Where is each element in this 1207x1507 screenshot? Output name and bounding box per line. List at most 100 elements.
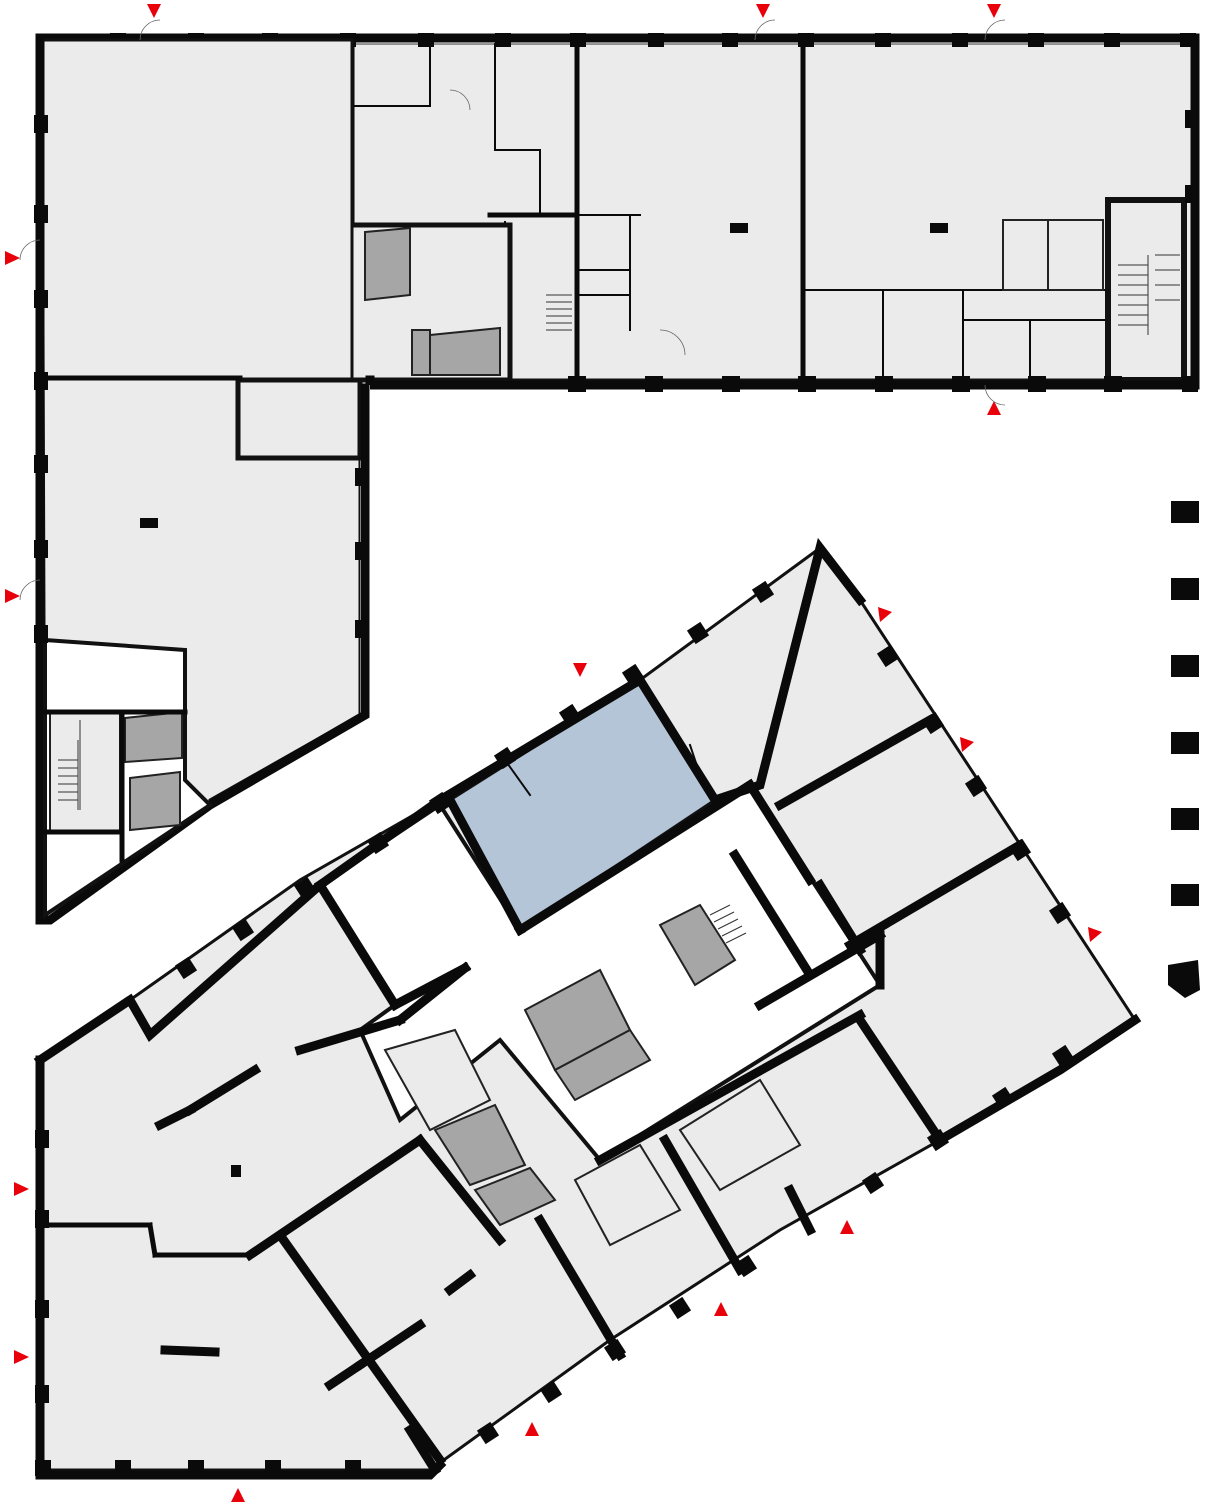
west-wing [34, 33, 370, 925]
door-swing-icon [19, 239, 41, 261]
shaft-1 [364, 226, 411, 302]
red-triangle-icon [960, 737, 974, 752]
wc-block-east [1002, 219, 1049, 291]
legend-swatch [1171, 501, 1199, 523]
column [952, 376, 970, 392]
column [231, 1165, 241, 1177]
legend-swatch [1171, 808, 1199, 830]
sw-stair-room [49, 711, 121, 833]
column [798, 33, 814, 47]
south-columns [35, 580, 1075, 1476]
door-swings [19, 19, 1006, 601]
east-stair-core [1105, 197, 1187, 383]
column [722, 376, 740, 392]
bearing-wall [658, 1133, 747, 1277]
bearing-wall [743, 778, 817, 887]
door-swing-icon [19, 579, 41, 601]
bearing-wall [313, 878, 402, 1012]
red-triangle-icon [840, 1220, 854, 1234]
column [861, 1171, 885, 1195]
column [875, 33, 891, 47]
column [366, 831, 390, 855]
bearing-wall [843, 838, 1027, 952]
bearing-wall [353, 1318, 427, 1372]
column [921, 711, 945, 735]
column [428, 791, 452, 815]
column [991, 1086, 1015, 1110]
legend-swatches [1168, 501, 1200, 998]
door-swing-icon [449, 89, 471, 111]
bearing-wall [513, 778, 757, 937]
column [668, 1296, 692, 1320]
red-triangle-icon [1088, 927, 1102, 942]
south-core-shaft-4 [433, 1103, 527, 1187]
column [1104, 376, 1122, 392]
column [493, 746, 517, 770]
column [686, 621, 710, 645]
column [648, 33, 664, 47]
legend-swatch [1168, 960, 1200, 998]
entrance-markers [5, 4, 1102, 1502]
bearing-wall [160, 1345, 220, 1357]
highlight-inner-wall [503, 758, 532, 797]
column [355, 468, 369, 486]
column [722, 33, 738, 47]
column [539, 1380, 563, 1404]
column [174, 956, 198, 980]
bearing-wall [323, 1358, 367, 1392]
partition-wall [147, 1222, 158, 1258]
south-wc-block-2 [573, 1143, 682, 1247]
column [34, 372, 48, 390]
sw-shaft-2 [129, 770, 181, 832]
column [558, 703, 582, 727]
south-outer-wall-east [933, 1013, 1142, 1147]
column [140, 518, 158, 528]
bearing-wall [153, 1103, 197, 1132]
bearing-wall [728, 848, 817, 982]
door-swing-icon [139, 19, 161, 41]
column [1185, 110, 1199, 128]
column [265, 1460, 281, 1476]
shaft-2 [429, 326, 501, 376]
bearing-wall [533, 1213, 627, 1362]
column [34, 115, 48, 133]
red-triangle-icon [878, 607, 892, 622]
red-triangle-icon [525, 1422, 539, 1436]
sw-shaft-1 [124, 710, 183, 764]
south-wc-block-3 [678, 1078, 802, 1192]
column [798, 376, 816, 392]
bearing-wall [593, 1008, 867, 1167]
column [1051, 1044, 1075, 1068]
south-outer-wall [33, 537, 867, 1067]
column [35, 1210, 49, 1228]
red-triangle-icon [14, 1350, 29, 1364]
door-swing-icon [659, 329, 686, 356]
column [115, 1460, 131, 1476]
column [645, 376, 663, 392]
column [34, 540, 48, 558]
red-triangle-icon [147, 4, 161, 18]
column [293, 876, 317, 900]
bearing-wall [273, 1228, 447, 1467]
bearing-wall [783, 1183, 817, 1237]
south-core-shaft-3 [658, 903, 737, 987]
column [603, 1338, 627, 1362]
column [876, 644, 900, 668]
bearing-wall [773, 713, 937, 812]
column [34, 290, 48, 308]
bearing-wall [403, 1423, 442, 1477]
column [35, 1300, 49, 1318]
column [751, 580, 775, 604]
door-swing-icon [984, 19, 1006, 41]
column [418, 33, 434, 47]
column [355, 542, 369, 560]
column [35, 1460, 51, 1476]
column [875, 376, 893, 392]
red-triangle-icon [5, 589, 20, 603]
south-wc-block-1 [383, 1028, 492, 1132]
west-wing-outer-wall [35, 33, 370, 925]
column [952, 33, 968, 47]
south-stair-icon [709, 904, 747, 944]
column [35, 1385, 49, 1403]
